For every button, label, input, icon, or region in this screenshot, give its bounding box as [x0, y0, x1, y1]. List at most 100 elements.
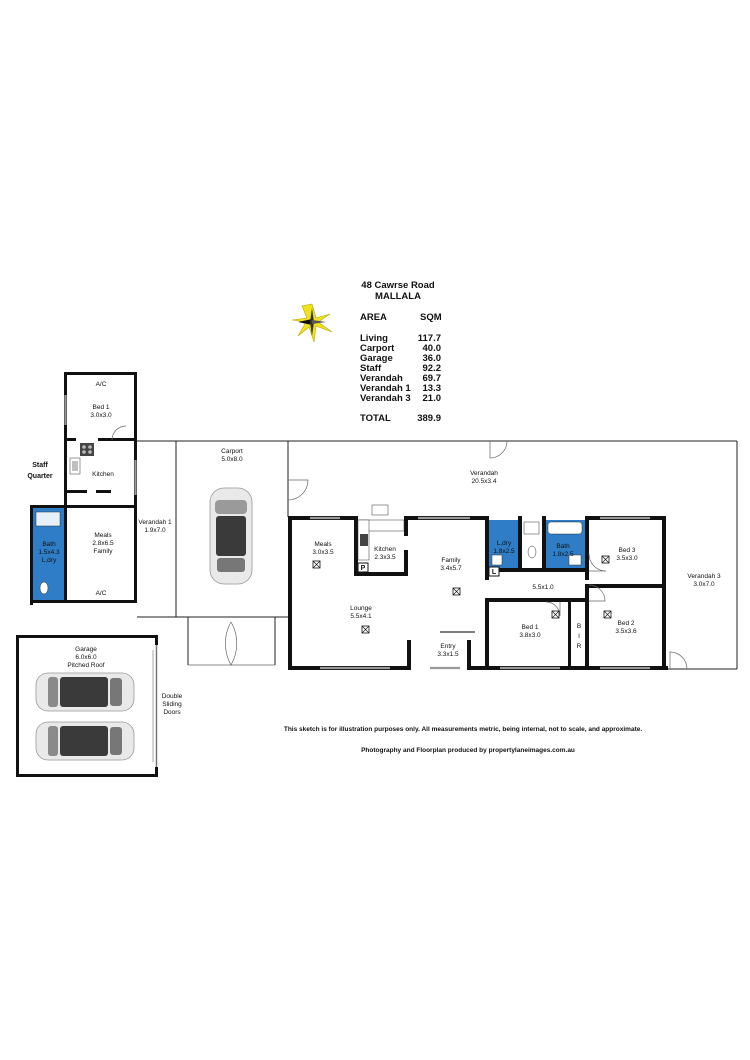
room-name: Bed 2 — [618, 620, 635, 627]
smoke-detector-icon — [551, 610, 560, 619]
sqm-header: SQM — [420, 312, 442, 323]
room-size: 5.5x1.0 — [532, 584, 554, 591]
smoke-detector-icon — [361, 625, 370, 634]
car-icon — [35, 672, 135, 712]
area-row-label: Staff — [360, 363, 382, 374]
room-size: 3.3x1.5 — [437, 651, 459, 658]
room-size: 1.5x4.3 — [38, 549, 60, 556]
bathtub-icon — [547, 521, 583, 535]
room-sub: L,dry — [42, 557, 57, 564]
smoke-detector-icon — [452, 587, 461, 596]
room-size: 3.0x3.0 — [90, 412, 112, 419]
room-size: 2.8x6.5 — [92, 540, 114, 547]
linen-label: L — [492, 569, 497, 576]
room-size: 3.5x3.0 — [616, 555, 638, 562]
room-name: Bath — [42, 541, 56, 548]
area-header: AREA — [360, 312, 387, 323]
outdoor-areas: Verandah 1 1.9x7.0 Carport 5.0x8.0 Veran… — [137, 440, 738, 670]
sink-icon — [69, 457, 81, 475]
address-line1: 48 Cawrse Road — [361, 280, 435, 291]
smoke-detector-icon — [601, 555, 610, 564]
credit-text: Photography and Floorplan produced by pr… — [361, 747, 575, 754]
room-size: 3.5x3.6 — [615, 628, 637, 635]
room-name: Meals — [94, 532, 112, 539]
room-size: 3.8x3.0 — [519, 632, 541, 639]
disclaimer-text: This sketch is for illustration purposes… — [284, 726, 643, 733]
room-size: 3.0x7.0 — [693, 581, 715, 588]
area-row-label: Living — [360, 333, 388, 344]
area-row-label: Verandah — [360, 373, 403, 384]
staff-quarter-title: Staff — [32, 462, 48, 469]
area-row-label: Verandah 1 — [360, 383, 411, 394]
pantry-label: P — [361, 565, 366, 572]
staff-quarter-title: Quarter — [27, 473, 53, 480]
area-row-value: 40.0 — [423, 343, 442, 354]
sink-icon — [371, 504, 389, 516]
room-name: Bed 3 — [619, 547, 636, 554]
room-name: Lounge — [350, 605, 372, 612]
room-name: Verandah 3 — [687, 573, 721, 580]
room-name: Garage — [75, 646, 97, 653]
compass-icon — [291, 303, 333, 343]
room-size: 5.5x4.1 — [350, 613, 372, 620]
bir-label: R — [577, 643, 582, 650]
area-row-value: 92.2 — [423, 363, 442, 374]
room-sub: Pitched Roof — [67, 662, 104, 669]
bir-label: B — [577, 623, 581, 630]
staff-quarter: A/C Bed 1 3.0x3.0 Staff Quarter Kitchen … — [27, 372, 137, 605]
area-row-value: 36.0 — [423, 353, 442, 364]
room-name: Bed 1 — [93, 404, 110, 411]
area-row-value: 69.7 — [423, 373, 442, 384]
room-name: Carport — [221, 448, 243, 455]
door-note: Sliding — [162, 701, 182, 708]
toilet-icon — [527, 545, 537, 559]
room-size: 3.4x5.7 — [440, 565, 462, 572]
room-size: 20.5x3.4 — [472, 478, 497, 485]
room-name: Entry — [440, 643, 456, 650]
car-icon — [35, 721, 135, 761]
door-note: Double — [162, 693, 183, 700]
room-size: 1.8x2.5 — [493, 548, 515, 555]
room-name: Kitchen — [92, 471, 114, 478]
room-sub: Family — [93, 548, 113, 555]
total-value: 389.9 — [417, 413, 441, 424]
room-size: 1.9x7.0 — [144, 527, 166, 534]
stove-icon — [360, 534, 368, 546]
room-size: 2.3x3.5 — [374, 554, 396, 561]
area-row-label: Verandah 3 — [360, 393, 411, 404]
area-table: AREA SQM Living 117.7 Carport 40.0 Garag… — [360, 312, 442, 424]
area-row-value: 117.7 — [418, 333, 441, 344]
address-line2: MALLALA — [375, 291, 421, 302]
room-name: Verandah 1 — [138, 519, 172, 526]
total-label: TOTAL — [360, 413, 391, 424]
area-row-value: 13.3 — [423, 383, 442, 394]
room-size: 3.0x3.5 — [312, 549, 334, 556]
room-name: Family — [441, 557, 461, 564]
toilet-icon — [39, 581, 49, 595]
room-size: 5.0x8.0 — [221, 456, 243, 463]
garage: Garage 6.0x6.0 Pitched Roof Double Slidi… — [16, 635, 183, 777]
carport-gate — [187, 617, 276, 666]
room-name: Bath — [556, 543, 570, 550]
stove-icon — [80, 443, 94, 456]
area-row-label: Garage — [360, 353, 393, 364]
room-size: 1.8x2.5 — [552, 551, 574, 558]
room-name: Kitchen — [374, 546, 396, 553]
smoke-detector-icon — [312, 560, 321, 569]
room-name: Verandah — [470, 470, 498, 477]
room-name: Meals — [314, 541, 332, 548]
area-row-label: Carport — [360, 343, 395, 354]
car-icon — [209, 487, 253, 585]
room-name: L,dry — [497, 540, 512, 547]
main-house: P L — [288, 504, 668, 670]
area-row-value: 21.0 — [423, 393, 442, 404]
ac-label: A/C — [96, 590, 107, 597]
ac-label: A/C — [96, 381, 107, 388]
room-size: 6.0x6.0 — [75, 654, 97, 661]
smoke-detector-icon — [603, 610, 612, 619]
bir-label: I — [578, 633, 580, 640]
door-note: Doors — [163, 709, 181, 716]
room-name: Bed 1 — [522, 624, 539, 631]
